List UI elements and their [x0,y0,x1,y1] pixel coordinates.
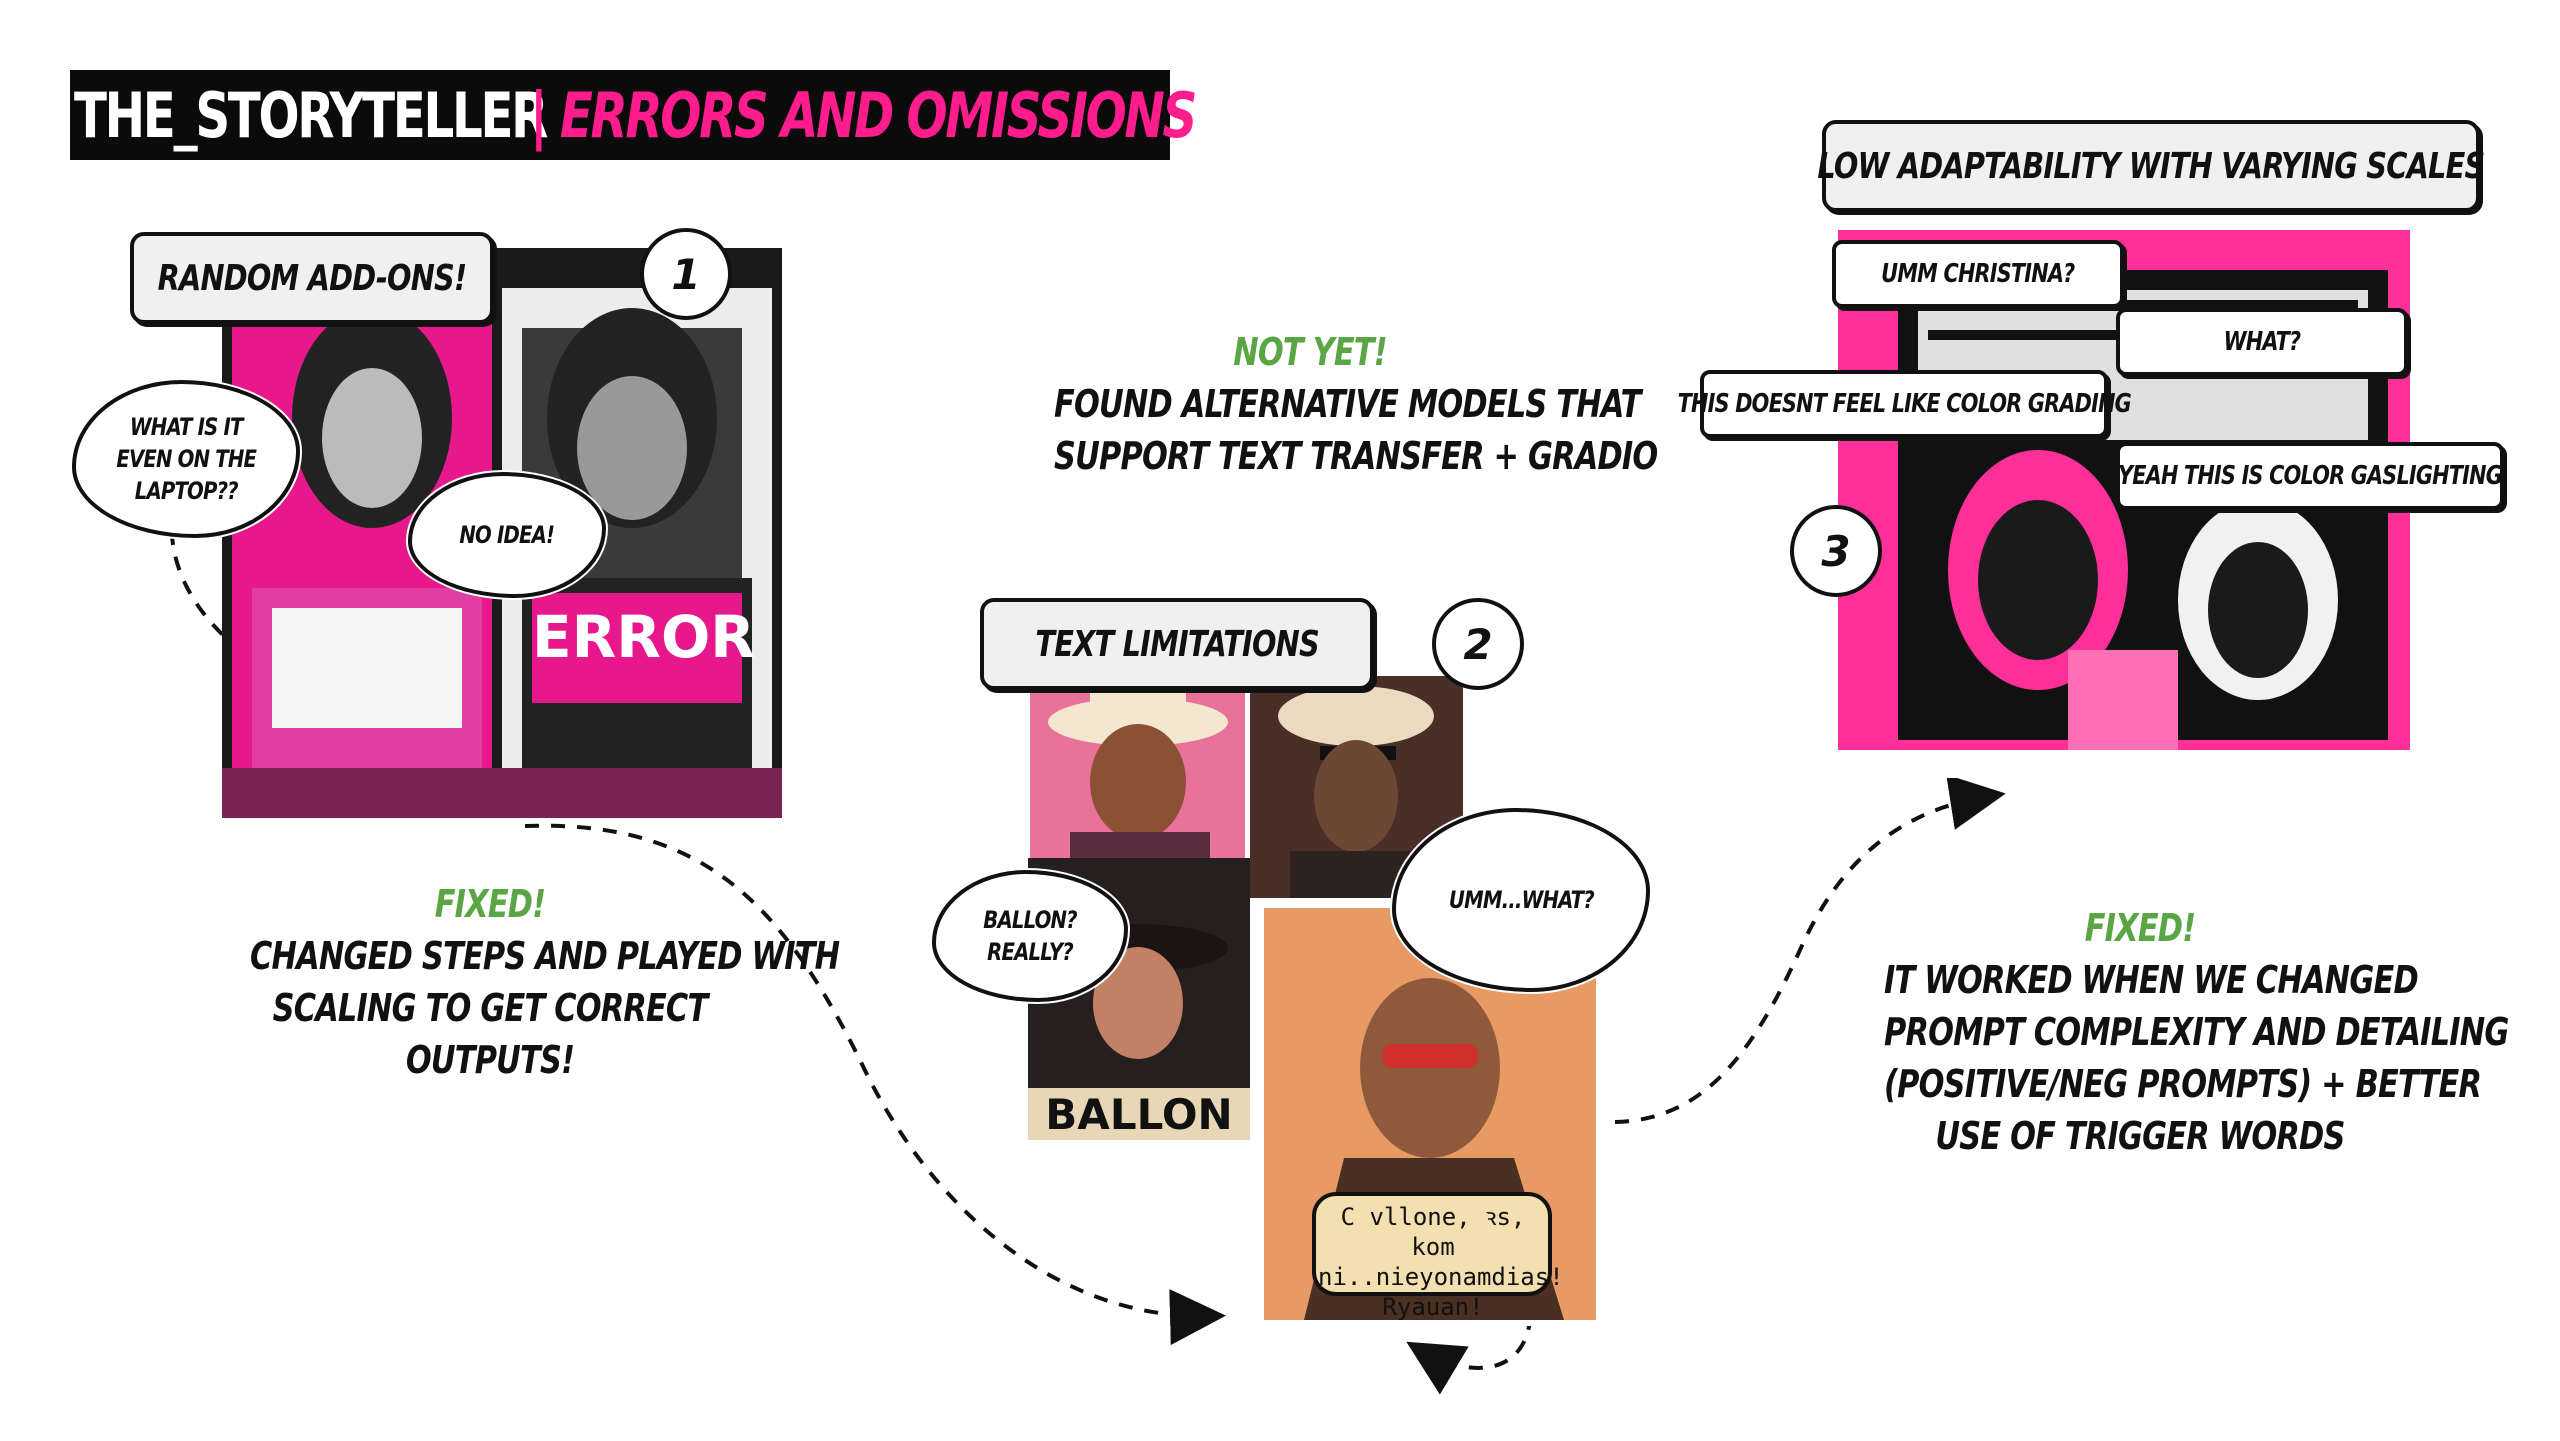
comic-panel-2d: C vllone, ꝛs, kom ni..nieyonamdias! Ryau… [1258,902,1602,1326]
step-number-2: 2 [1432,598,1524,690]
section-1-caption: FIXED! CHANGED STEPS AND PLAYED WITH SCA… [190,878,840,1086]
title-bar: THE_STORYTELLER | ERRORS AND OMISSIONS [70,70,1197,160]
speech-bubble-umm-christina: UMM CHRISTINA? [1832,240,2124,308]
speech-bubble-no-idea: NO IDEA! [408,472,606,598]
panel-gibberish-text: C vllone, ꝛs, kom ni..nieyonamdias! Ryau… [1318,1202,1564,1321]
speech-bubble-ballon: BALLON? REALLY? [932,870,1128,1002]
step-number-3: 3 [1790,505,1882,597]
comic-art-1 [222,248,782,818]
speech-bubble-color-gaslighting: YEAH THIS IS COLOR GASLIGHTING [2116,442,2504,510]
speech-bubble-color-grading: THIS DOESNT FEEL LIKE COLOR GRADING [1677,370,2131,438]
bubble-line: LAPTOP?? [134,477,238,505]
bubble-line: NO IDEA! [459,521,556,549]
bubble-line: EVEN ON THE [116,445,257,473]
caption-line: USE OF TRIGGER WORDS [1935,1114,2345,1158]
comic-art-2a [1030,682,1245,858]
label-low-adaptability: LOW ADAPTABILITY WITH VARYING SCALES [1817,120,2485,212]
gibberish-line: ni..nieyonamdias! [1318,1263,1564,1291]
panel-error-text: ERROR [532,603,755,671]
status-fixed-1: FIXED! [434,882,546,926]
caption-line: OUTPUTS! [405,1038,575,1082]
label-text-limitations: TEXT LIMITATIONS [980,598,1374,690]
bubble-line: BALLON? [983,906,1077,934]
caption-line: SCALING TO GET CORRECT [272,986,709,1030]
speech-bubble-umm-what: UMM...WHAT? [1392,808,1650,992]
bubble-line: REALLY? [987,938,1074,966]
caption-line: PROMPT COMPLEXITY AND DETAILING [1884,1010,2509,1054]
comic-panel-2b [1250,676,1463,898]
section-2-caption: NOT YET! FOUND ALTERNATIVE MODELS THAT S… [990,326,1658,482]
status-not-yet: NOT YET! [1233,330,1387,374]
status-fixed-3: FIXED! [2084,906,2196,950]
step-number-text: 1 [671,249,701,299]
panel-ballon-text: BALLON [1045,1090,1233,1139]
step-number-1: 1 [640,228,732,320]
label-random-add-ons: RANDOM ADD-ONS! [130,232,494,324]
step-number-text: 3 [1821,526,1851,576]
step-number-text: 2 [1463,619,1493,669]
bubble-line: WHAT? [2223,327,2302,357]
bubble-line: UMM...WHAT? [1448,886,1595,914]
gibberish-line: C vllone, ꝛs, kom [1340,1203,1526,1261]
bubble-line: UMM CHRISTINA? [1881,259,2075,289]
caption-line: IT WORKED WHEN WE CHANGED [1884,958,2419,1002]
gibberish-line: Ryauan! [1382,1293,1484,1321]
bubble-line: THIS DOESNT FEEL LIKE COLOR GRADING [1677,389,2131,419]
page-subtitle: | ERRORS AND OMISSIONS [530,78,1197,152]
bubble-line: YEAH THIS IS COLOR GASLIGHTING [2118,461,2503,491]
caption-line: FOUND ALTERNATIVE MODELS THAT [1054,382,1641,426]
label-text: TEXT LIMITATIONS [1035,623,1319,665]
caption-line: (POSITIVE/NEG PROMPTS) + BETTER [1884,1062,2482,1106]
label-text: LOW ADAPTABILITY WITH VARYING SCALES [1817,145,2485,187]
brand-title: THE_STORYTELLER [74,78,548,152]
comic-art-2b [1250,676,1463,898]
speech-bubble-laptop: WHAT IS IT EVEN ON THE LAPTOP?? [72,380,300,538]
section-3-caption: FIXED! IT WORKED WHEN WE CHANGED PROMPT … [1820,902,2509,1162]
bubble-line: WHAT IS IT [129,413,244,441]
speech-bubble-what: WHAT? [2116,308,2408,376]
caption-line: CHANGED STEPS AND PLAYED WITH [250,934,840,978]
comic-art-2d [1264,908,1596,1320]
comic-panel-2a [1030,682,1245,858]
caption-line: SUPPORT TEXT TRANSFER + GRADIO [1054,434,1658,478]
label-text: RANDOM ADD-ONS! [157,257,467,299]
